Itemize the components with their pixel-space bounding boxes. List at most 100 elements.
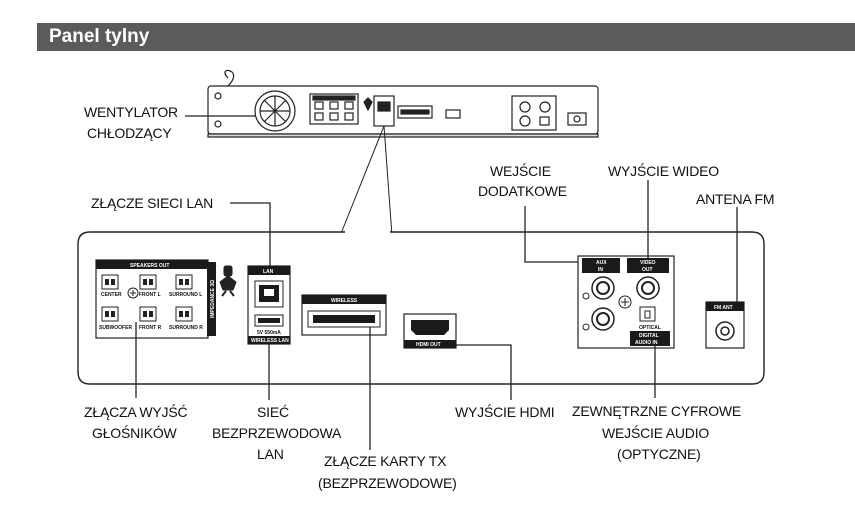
terminal-center: [101, 274, 119, 290]
speaker-terminals-small: [309, 93, 359, 125]
tx-callout-1: ZŁĄCZE KARTY TX: [324, 453, 447, 469]
terminal-hole: [185, 311, 189, 317]
jack-inner: [641, 281, 655, 295]
video-out-label-2: OUT: [642, 267, 653, 273]
terminal-subwoofer: [101, 306, 119, 322]
fm-jack-icon: [573, 115, 581, 123]
screw-icon: [214, 92, 222, 100]
impedance-bar: [207, 262, 216, 336]
video-out-label-1: VIDEO: [640, 260, 656, 266]
wireless-tx-slot: WIRELESS: [301, 294, 387, 336]
subwoofer-label: SUBWOOFER: [99, 325, 132, 331]
hdmi-out-label: HDMI OUT: [416, 342, 441, 348]
aux-in-label-1: AUX: [596, 260, 607, 266]
device-overview: [207, 69, 599, 138]
terminal: [344, 101, 354, 110]
terminal-hole: [179, 311, 183, 317]
lan-port-label: LAN: [263, 269, 274, 275]
screw-icon: [214, 120, 222, 128]
front-l-label: FRONT L: [139, 292, 161, 298]
wireless-lan-label: WIRELESS LAN: [251, 338, 289, 344]
section-header: Panel tylny: [37, 23, 855, 51]
terminal-surround-r: [175, 306, 193, 322]
jack-inner: [596, 312, 610, 326]
impedance-label: IMPEDANCE 3Ω: [210, 280, 216, 318]
fm-header-bar: [706, 302, 744, 311]
optical-callout-1: ZEWNĘTRZNE CYFROWE: [572, 403, 741, 419]
speakers-callout-1: ZŁĄCZA WYJŚĆ: [84, 403, 187, 420]
wireless-label: WIRELESS: [331, 298, 358, 304]
hdmi-bar: [404, 340, 456, 348]
terminal: [344, 112, 354, 121]
channel-r-mark: [582, 323, 590, 331]
wire-clip-icon: [219, 265, 237, 297]
digital-audio-label-1: DIGITAL: [639, 333, 659, 339]
center-label: CENTER: [101, 292, 122, 298]
terminal: [329, 101, 339, 110]
terminal-hole: [105, 311, 109, 317]
av-block-small: [511, 95, 557, 131]
hdmi-port: HDMI OUT: [403, 313, 457, 349]
wlan-callout-2: BEZPRZEWODOWA: [212, 425, 342, 441]
aux-callout-1: WEJŚCIE: [490, 162, 551, 179]
lan-callout: ZŁĄCZE SIECI LAN: [91, 195, 213, 211]
aux-callout-2: DODATKOWE: [478, 183, 567, 199]
speaker-header-bar: [96, 260, 208, 269]
leader-lines: [135, 180, 738, 450]
terminal-front-r: [139, 306, 157, 322]
terminal-hole: [105, 279, 109, 285]
terminal-hole: [149, 311, 153, 317]
fm-jack-inner: [720, 326, 730, 336]
jack-inner: [596, 281, 610, 295]
surround-r-label: SURROUND R: [169, 325, 203, 331]
fan-label-2: CHŁODZĄCY: [87, 125, 172, 141]
optical-icon: [539, 116, 550, 126]
fm-callout: ANTENA FM: [696, 191, 774, 207]
terminal-surround-l: [175, 274, 193, 290]
wireless-slot-small: [397, 105, 433, 119]
jack-icon: [519, 115, 531, 127]
section-title: Panel tylny: [49, 26, 150, 47]
av-block: AUX IN VIDEO OUT OPTICAL DIGITAL AUDIO I…: [577, 255, 675, 349]
wireless-slot-inner: [313, 315, 375, 323]
optical-callout-3: (OPTYCZNE): [617, 446, 701, 462]
jack-icon: [519, 101, 531, 113]
video-header: [627, 258, 669, 273]
terminal-hole: [149, 279, 153, 285]
plus-mark: [130, 290, 136, 296]
surround-l-label: SURROUND L: [169, 292, 202, 298]
wireless-socket: [400, 109, 430, 115]
wlan-bar: [248, 336, 290, 344]
lan-leader: [230, 202, 271, 266]
usb-socket: [258, 318, 280, 323]
rj45-contacts: [264, 289, 274, 296]
lan-port: LAN 5V 550mA WIRELESS LAN: [247, 265, 291, 345]
terminal: [314, 101, 324, 110]
speakers-callout-2: GŁOŚNIKÓW: [92, 424, 178, 441]
terminal-hole: [143, 279, 147, 285]
optical-label: OPTICAL: [639, 325, 661, 331]
speakers-out-label: SPEAKERS OUT: [130, 263, 169, 269]
fm-ant-label: FM ANT: [714, 305, 733, 311]
video-callout: WYJŚCIE WIDEO: [608, 162, 719, 179]
fm-port-small: [567, 112, 587, 126]
fan-label-1: WENTYLATOR: [84, 104, 178, 120]
terminal-hole: [111, 279, 115, 285]
jack-icon: [539, 101, 551, 113]
optical-shutter: [644, 310, 651, 319]
hdmi-port-small: [445, 109, 461, 119]
device-base: [207, 133, 599, 138]
optical-callout-2: WEJŚCIE AUDIO: [602, 424, 709, 441]
zoom-line-right: [383, 125, 393, 237]
speaker-strip: [312, 95, 356, 101]
terminal-hole: [179, 279, 183, 285]
aux-header: [582, 258, 620, 273]
terminal-hole: [143, 311, 147, 317]
power-rating-label: 5V 550mA: [257, 330, 281, 336]
zoom-line-left: [339, 125, 385, 237]
channel-l-mark: [582, 292, 590, 300]
tx-callout-2: (BEZPRZEWODOWE): [318, 475, 457, 491]
front-r-label: FRONT R: [139, 325, 162, 331]
power-cable: [224, 69, 235, 87]
